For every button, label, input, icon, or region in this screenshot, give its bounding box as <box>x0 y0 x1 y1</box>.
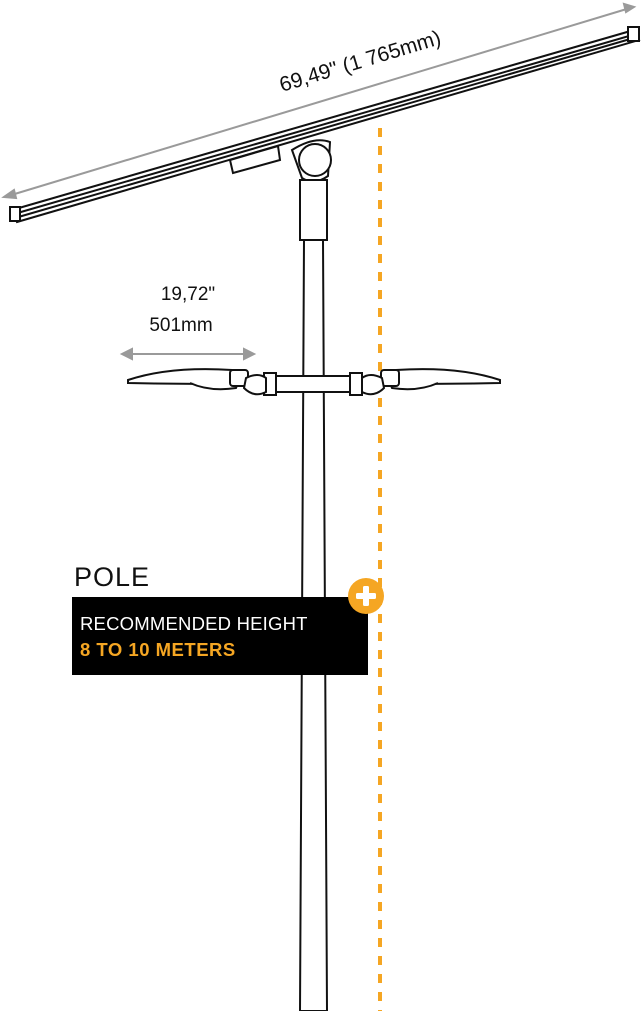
pole-title: POLE <box>74 562 151 592</box>
panel-mount <box>290 139 332 183</box>
battery-box <box>228 144 282 175</box>
left-luminaire <box>127 368 267 396</box>
recommended-height-value: 8 TO 10 METERS <box>80 639 236 660</box>
cross-arm <box>263 372 363 396</box>
pole <box>298 179 329 1011</box>
plus-circle-icon <box>356 586 376 606</box>
recommended-height-label: RECOMMENDED HEIGHT <box>80 613 308 634</box>
arm-dimension-imperial: 19,72" <box>161 284 215 305</box>
right-luminaire <box>361 368 501 396</box>
panel-dimension-label: 69,49" (1 765mm) <box>277 26 444 96</box>
solar-panel <box>9 26 641 224</box>
arm-dimension-metric: 501mm <box>149 315 212 336</box>
panel-dimension-arrow <box>1 2 637 200</box>
height-info-box: RECOMMENDED HEIGHT 8 TO 10 METERS <box>72 597 368 675</box>
expand-plus-button[interactable] <box>348 578 384 614</box>
arm-dimension-arrow <box>119 347 257 361</box>
